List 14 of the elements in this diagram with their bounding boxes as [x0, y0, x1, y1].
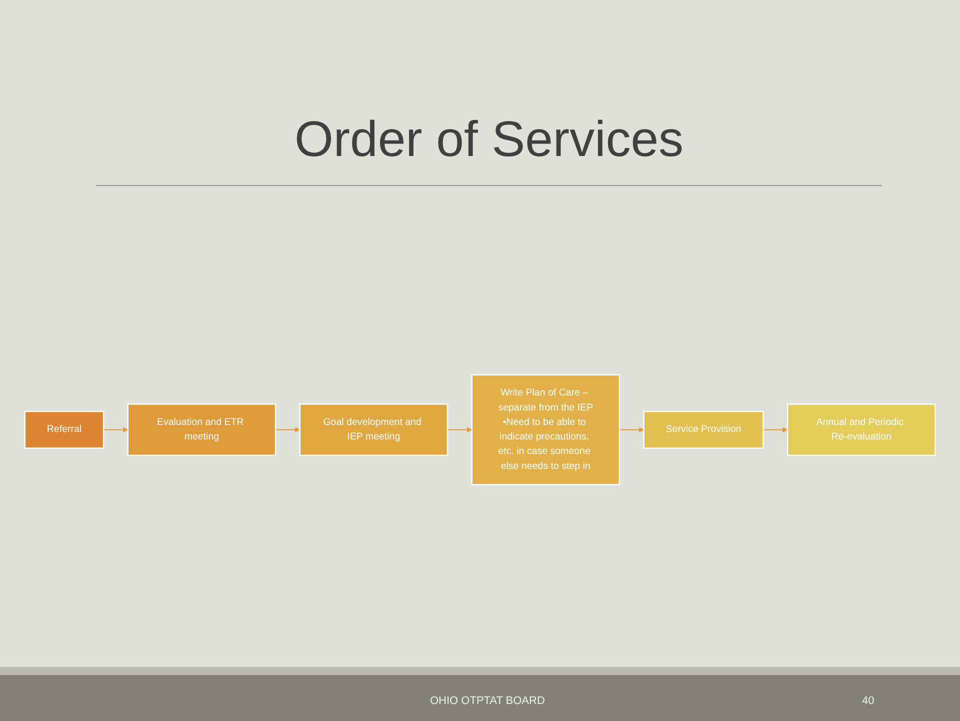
node-box: Annual and Periodic Re-evaluation — [786, 404, 936, 456]
slide-title: Order of Services — [293, 110, 684, 168]
arrow — [762, 427, 788, 433]
arrow — [618, 427, 644, 433]
arrow — [275, 427, 300, 433]
arrow — [447, 427, 472, 433]
node-box: Goal development and IEP meeting — [299, 404, 448, 456]
arrow — [103, 427, 128, 433]
node-box: Write Plan of Care – separate from the IEP •Need to be able to indicate precautions, etc. in case someone else needs to step in — [471, 374, 620, 486]
node-box: Referral — [24, 411, 104, 449]
node-box: Service Provision — [643, 411, 764, 449]
node-box: Evaluation and ETR meeting — [127, 404, 276, 456]
page-number: 40 — [862, 695, 874, 707]
footer-text: OHIO OTPTAT BOARD — [430, 695, 545, 707]
